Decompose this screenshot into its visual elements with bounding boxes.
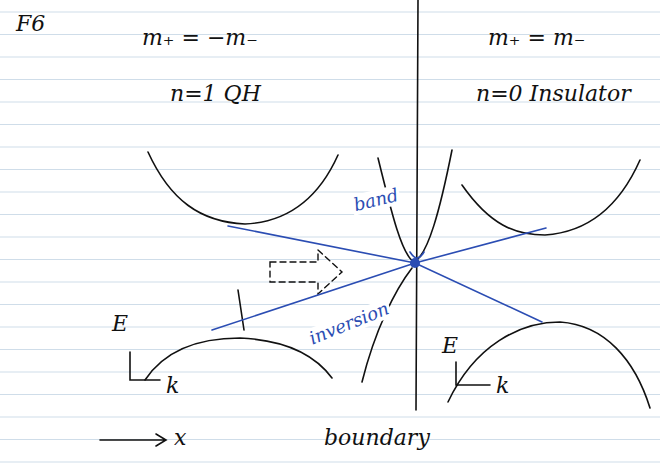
- mass-relation: m₊ = −m₋: [140, 26, 260, 50]
- ruled-line: [0, 282, 660, 283]
- ruled-line: [0, 394, 660, 395]
- ruled-line: [0, 214, 660, 215]
- ruled-lines: [0, 12, 660, 462]
- axis: [130, 352, 160, 380]
- figure-number: F6: [14, 12, 47, 36]
- ruled-line: [0, 372, 660, 373]
- sketch-stroke: [238, 290, 244, 330]
- ruled-line: [0, 147, 660, 148]
- note-text: inversion: [304, 298, 393, 349]
- ruled-line: [0, 12, 660, 13]
- valence-band: [448, 322, 650, 408]
- ruled-line: [0, 57, 660, 58]
- boundary-label: boundary: [322, 426, 432, 450]
- ruled-line: [0, 462, 660, 463]
- phase-label: n=1 QH: [168, 82, 263, 106]
- axis-label: k: [494, 374, 511, 398]
- conduction-band: [148, 152, 338, 224]
- note-text: band: [350, 184, 403, 215]
- crossing-dot: [410, 258, 420, 268]
- conduction-band: [462, 160, 640, 235]
- ruled-line: [0, 417, 660, 418]
- ruled-line: [0, 192, 660, 193]
- axis-label: x: [172, 426, 188, 450]
- x-arrow: [100, 434, 166, 446]
- mass-relation: m₊ = m₋: [486, 26, 587, 50]
- ruled-line: [0, 237, 660, 238]
- axis-label: k: [164, 374, 181, 398]
- axis-label: E: [440, 334, 460, 358]
- shift-arrow: [270, 250, 342, 294]
- axis: [456, 362, 490, 385]
- phase-label: n=0 Insulator: [474, 82, 633, 106]
- sketch-stroke: [410, 252, 424, 258]
- ruled-line: [0, 259, 660, 260]
- ruled-line: [0, 124, 660, 125]
- ruled-line: [0, 79, 660, 80]
- ruled-line: [0, 304, 660, 305]
- ruled-line: [0, 349, 660, 350]
- boundary-line: [416, 0, 418, 410]
- axis-label: E: [110, 312, 130, 336]
